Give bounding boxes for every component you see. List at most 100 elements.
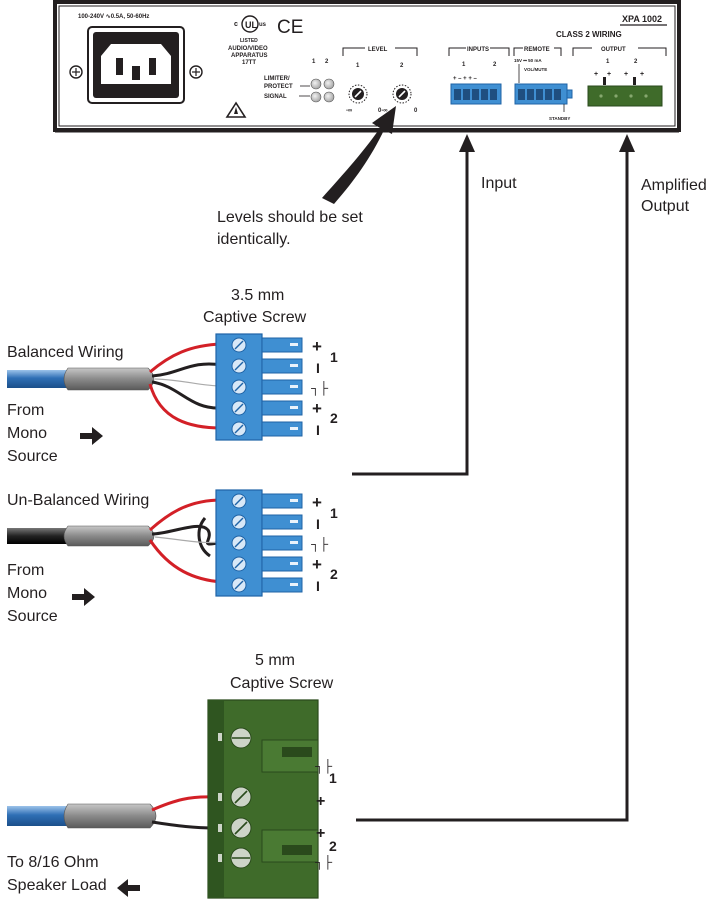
svg-text:┐├: ┐├ <box>315 855 333 870</box>
unbalanced-source: Source <box>7 608 58 625</box>
remote-title: REMOTE <box>524 47 550 53</box>
svg-text:1: 1 <box>330 505 338 521</box>
output-ch2: 2 <box>634 59 638 65</box>
svg-text:UL: UL <box>245 20 257 30</box>
pin-plus-2: + <box>312 399 322 418</box>
svg-text:I: I <box>316 578 320 594</box>
pin-minus-1: I <box>316 360 320 376</box>
input-signal-line <box>352 134 475 476</box>
output-connector-title-line1: 5 mm <box>255 652 295 669</box>
levels-callout-line1: Levels should be set <box>217 209 363 226</box>
balanced-from: From <box>7 402 44 419</box>
level-min-1: -∞ <box>346 108 352 114</box>
level-min-2: 0-∞ <box>378 108 388 114</box>
svg-text:┐├: ┐├ <box>315 759 333 774</box>
output-pin-labels: ┐├ + + ┐├ 1 2 <box>315 759 337 870</box>
panel-output-connector <box>587 85 663 107</box>
svg-text:us: us <box>259 22 267 28</box>
svg-text:+: + <box>316 825 325 842</box>
ce-mark: CE <box>277 17 303 38</box>
signal-led-2 <box>323 91 335 103</box>
speaker-output-connector <box>207 699 319 899</box>
inputs-title: INPUTS <box>467 47 489 53</box>
balanced-source: Source <box>7 448 58 465</box>
svg-text:+: + <box>316 793 325 810</box>
limiter-label-line2: PROTECT <box>264 84 293 90</box>
amplifier-rear-panel: 100-240V ∿0.5A, 50-60Hz UL c us LISTED C… <box>53 0 681 133</box>
panel-input-connector <box>450 83 502 105</box>
pin-minus-2: I <box>316 422 320 438</box>
input-connector-title-line1: 3.5 mm <box>231 287 284 304</box>
balanced-cable <box>7 342 223 430</box>
balanced-wiring-label: Balanced Wiring <box>7 344 124 361</box>
svg-text:2: 2 <box>330 566 338 582</box>
unbalanced-from: From <box>7 562 44 579</box>
signal-led-1 <box>310 91 322 103</box>
svg-text:LISTED: LISTED <box>240 38 258 44</box>
class2-label: CLASS 2 WIRING <box>556 30 622 39</box>
limiter-label-line1: LIMITER/ <box>264 76 290 82</box>
svg-text:1: 1 <box>329 770 337 786</box>
svg-text:c: c <box>234 21 238 28</box>
unbalanced-cable <box>7 498 223 584</box>
svg-text:+: + <box>312 493 322 512</box>
level-knob-1[interactable] <box>348 84 368 104</box>
model-label: XPA 1002 <box>622 14 662 24</box>
remote-rating: 15V ⎓ 50 mA <box>514 58 542 63</box>
speaker-load-line1: To 8/16 Ohm <box>7 854 99 871</box>
level-ch1-label: 1 <box>356 63 360 69</box>
apparatus-line3: 17TT <box>242 60 256 66</box>
output-ch1: 1 <box>606 59 610 65</box>
levels-callout-line2: identically. <box>217 231 291 248</box>
panel-remote-connector <box>514 83 573 105</box>
balanced-ch2: 2 <box>330 410 338 426</box>
remote-standby: STANDBY <box>549 116 570 121</box>
amplified-output-line2: Output <box>641 198 690 215</box>
ul-listed-mark: UL c us LISTED <box>234 15 267 44</box>
svg-text:+: + <box>607 71 611 78</box>
svg-text:I: I <box>316 516 320 532</box>
speaker-cable <box>7 795 215 830</box>
pin-ground: ┐├ <box>311 381 329 396</box>
balanced-pin-labels: + I ┐├ + I 1 2 <box>311 337 338 438</box>
output-signal-line <box>356 134 635 822</box>
pin-plus-1: + <box>312 337 322 356</box>
limiter-led-1 <box>310 78 322 90</box>
unbalanced-wiring-label: Un-Balanced Wiring <box>7 492 149 509</box>
speaker-load-line2: Speaker Load <box>7 877 107 894</box>
balanced-input-connector <box>215 333 303 441</box>
output-title: OUTPUT <box>601 47 626 53</box>
right-arrow-icon <box>80 427 103 445</box>
warning-triangle-icon <box>225 101 247 118</box>
svg-text:+: + <box>594 71 598 78</box>
limiter-label-line3: SIGNAL <box>264 94 287 100</box>
limiter-led-2 <box>323 78 335 90</box>
svg-text:┐├: ┐├ <box>311 537 329 552</box>
left-arrow-icon <box>117 879 140 897</box>
led-ch1-label: 1 <box>312 59 316 65</box>
remote-volmute: VOL/MUTE <box>524 67 547 72</box>
level-title: LEVEL <box>368 47 388 53</box>
inputs-polarity: + – + + – <box>453 76 478 82</box>
unbalanced-input-connector <box>215 489 303 597</box>
apparatus-line2: APPARATUS <box>231 53 267 59</box>
balanced-mono: Mono <box>7 425 47 442</box>
led-ch2-label: 2 <box>325 59 329 65</box>
apparatus-line1: AUDIO/VIDEO <box>228 46 268 52</box>
amplified-output-line1: Amplified <box>641 177 707 194</box>
svg-text:2: 2 <box>329 838 337 854</box>
unbalanced-pin-labels: + I ┐├ + I 1 2 <box>311 493 338 594</box>
input-callout: Input <box>481 175 517 192</box>
power-inlet <box>69 26 203 104</box>
level-knob-2[interactable] <box>392 84 412 104</box>
svg-text:+: + <box>640 71 644 78</box>
svg-text:+: + <box>312 555 322 574</box>
unbalanced-mono: Mono <box>7 585 47 602</box>
level-max-2: 0 <box>414 108 418 114</box>
input-connector-title-line2: Captive Screw <box>203 309 307 326</box>
right-arrow-icon <box>72 588 95 606</box>
inputs-ch2: 2 <box>493 62 497 68</box>
svg-text:+: + <box>624 71 628 78</box>
power-rating-text: 100-240V ∿0.5A, 50-60Hz <box>78 14 149 20</box>
